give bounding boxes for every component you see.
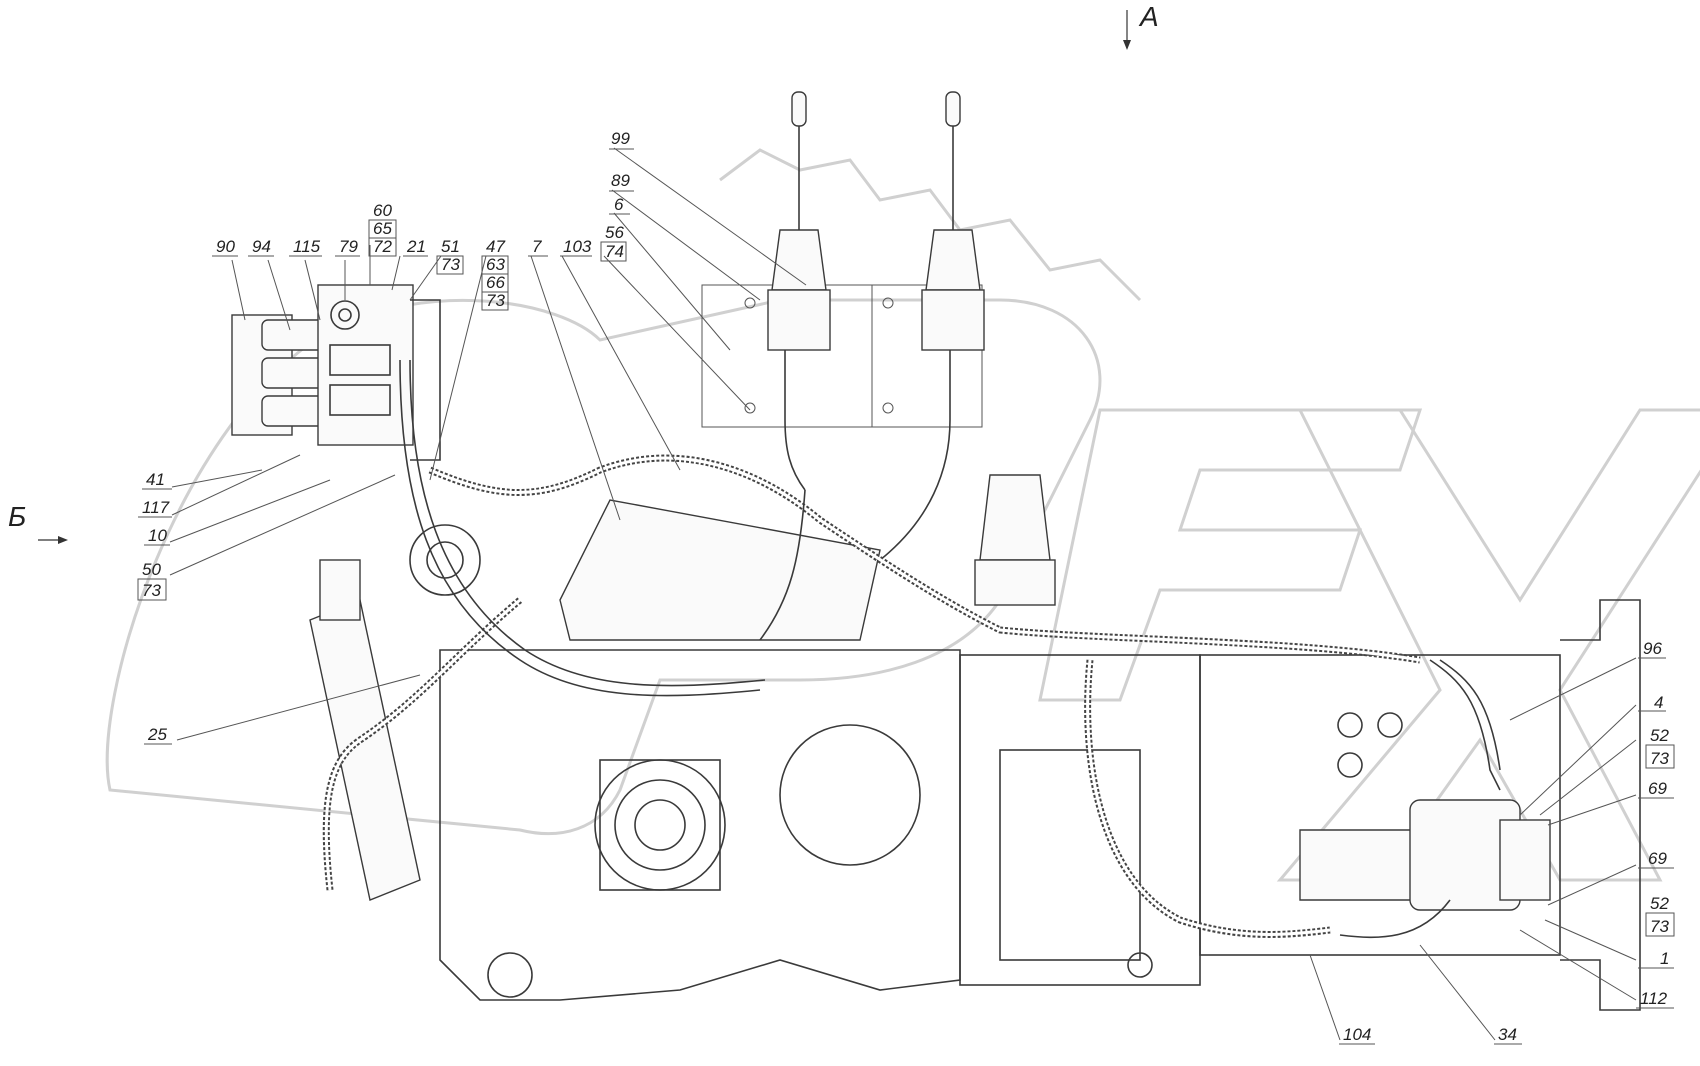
callout-112: 112 bbox=[1640, 989, 1668, 1008]
callout-73a: 73 bbox=[486, 291, 505, 310]
callout-90: 90 bbox=[216, 237, 235, 256]
lever-right bbox=[879, 91, 985, 561]
view-a-indicator: А bbox=[1123, 1, 1159, 50]
callout-50: 50 bbox=[142, 560, 161, 579]
callout-73c: 73 bbox=[142, 581, 161, 600]
callout-74: 74 bbox=[605, 242, 624, 261]
callout-73b: 73 bbox=[441, 255, 460, 274]
callout-60: 60 bbox=[373, 201, 392, 220]
callout-41: 41 bbox=[146, 470, 165, 489]
callout-104: 104 bbox=[1343, 1025, 1371, 1044]
callout-115: 115 bbox=[293, 237, 321, 256]
control-panel bbox=[701, 91, 985, 561]
lever-left bbox=[767, 91, 831, 491]
callout-96: 96 bbox=[1643, 639, 1662, 658]
callout-65: 65 bbox=[373, 219, 392, 238]
view-b-indicator: Б bbox=[8, 501, 68, 544]
leader-lines bbox=[169, 147, 1637, 1041]
callout-25: 25 bbox=[147, 725, 167, 744]
valve-block bbox=[231, 284, 441, 461]
callout-79: 79 bbox=[339, 237, 358, 256]
callout-117: 117 bbox=[142, 498, 170, 517]
callout-72: 72 bbox=[373, 237, 392, 256]
callout-1: 1 bbox=[1660, 949, 1669, 968]
view-a-label: А bbox=[1138, 1, 1159, 32]
callout-34: 34 bbox=[1498, 1025, 1517, 1044]
callout-69b: 69 bbox=[1648, 849, 1667, 868]
callout-10: 10 bbox=[148, 526, 167, 545]
callout-52b: 52 bbox=[1650, 894, 1669, 913]
callout-66: 66 bbox=[486, 273, 505, 292]
hydraulic-lines bbox=[399, 359, 1501, 939]
tank bbox=[559, 499, 881, 641]
callout-89: 89 bbox=[611, 171, 630, 190]
callout-4: 4 bbox=[1654, 693, 1663, 712]
wiring-harness bbox=[322, 454, 1421, 938]
callout-99: 99 bbox=[611, 129, 630, 148]
breather bbox=[974, 474, 1056, 606]
callout-7: 7 bbox=[532, 237, 542, 256]
callouts: 99 89 6 56 74 103 7 47 63 66 73 51 73 21… bbox=[137, 129, 1675, 1045]
cylinder bbox=[309, 524, 481, 901]
watermark bbox=[105, 148, 1700, 882]
view-b-label: Б bbox=[8, 501, 26, 532]
callout-56: 56 bbox=[605, 223, 624, 242]
callout-47: 47 bbox=[486, 237, 505, 256]
callout-73d: 73 bbox=[1650, 749, 1669, 768]
callout-51: 51 bbox=[441, 237, 460, 256]
transmission-housing bbox=[439, 599, 1641, 1011]
callout-6: 6 bbox=[614, 195, 624, 214]
callout-73e: 73 bbox=[1650, 917, 1669, 936]
callout-52a: 52 bbox=[1650, 726, 1669, 745]
callout-21: 21 bbox=[406, 237, 426, 256]
callout-103: 103 bbox=[563, 237, 592, 256]
callout-63: 63 bbox=[486, 255, 505, 274]
callout-69a: 69 bbox=[1648, 779, 1667, 798]
callout-94: 94 bbox=[252, 237, 271, 256]
